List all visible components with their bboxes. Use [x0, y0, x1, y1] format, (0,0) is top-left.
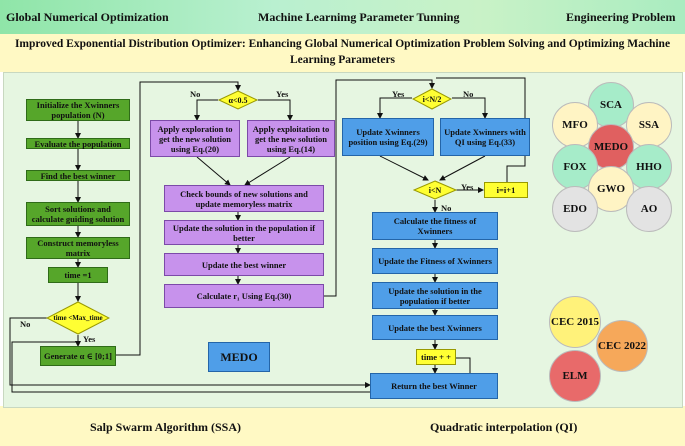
footer-right: Quadratic interpolation (QI)	[430, 420, 578, 434]
n-condition-label: i<N	[428, 185, 442, 195]
update-qi-box: Update Xwinners with QI using Eq.(33)	[440, 118, 530, 156]
header-center: Machine Learnimg Parameter Tunning	[258, 10, 460, 24]
algo-ssa: SSA	[626, 102, 672, 148]
increment-box: i=i+1	[484, 182, 528, 198]
footer-band	[0, 406, 685, 446]
time-condition-diamond	[46, 301, 110, 335]
benchmark-elm: ELM	[549, 350, 601, 402]
generate-alpha-box: Generate α ∈ [0;1]	[40, 346, 116, 366]
return-best-box: Return the best Winner	[370, 373, 498, 399]
time-condition-no: No	[20, 319, 31, 329]
check-bounds-box: Check bounds of new solutions and update…	[164, 185, 324, 212]
footer-left: Salp Swarm Algorithm (SSA)	[90, 420, 242, 434]
find-best-winner-box: Find the best winner	[26, 170, 130, 181]
alpha-condition-yes: Yes	[276, 89, 289, 99]
medo-label-box: MEDO	[208, 342, 270, 372]
exploration-box: Apply exploration to get the new solutio…	[150, 120, 240, 157]
calculate-r1-box: Calculate r₁ Using Eq.(30)	[164, 284, 324, 308]
header-left: Global Numerical Optimization	[6, 10, 169, 24]
algo-hho: HHO	[626, 144, 672, 190]
time-condition-yes: Yes	[83, 334, 96, 344]
alpha-condition-label: α<0.5	[228, 95, 248, 105]
update-best-winner-box: Update the best winner	[164, 253, 324, 276]
title-line1: Improved Exponential Distribution Optimi…	[14, 38, 671, 50]
alpha-condition-diamond	[218, 90, 258, 110]
header-right: Engineering Problem	[566, 10, 676, 24]
time-init-box: time =1	[48, 267, 108, 283]
calc-fitness-box: Calculate the fitness of Xwinners	[372, 212, 498, 240]
n-condition-no: No	[441, 203, 452, 213]
sort-solutions-box: Sort solutions and calculate guiding sol…	[26, 202, 130, 226]
half-n-condition-no: No	[463, 89, 474, 99]
time-increment-box: time + +	[416, 349, 456, 365]
update-position-box: Update Xwinners position using Eq.(29)	[342, 118, 434, 156]
time-condition-label: time <Max_time	[53, 314, 103, 322]
algo-ao: AO	[626, 186, 672, 232]
n-condition-diamond	[413, 180, 457, 200]
title-line2: Learning Parameters	[289, 54, 396, 66]
evaluate-population-box: Evaluate the population	[26, 138, 130, 149]
benchmark-cec2022: CEC 2022	[596, 320, 648, 372]
half-n-condition-label: i<N/2	[422, 94, 442, 104]
alpha-condition-no: No	[190, 89, 201, 99]
algo-edo: EDO	[552, 186, 598, 232]
update-population-box: Update the solution in the population if…	[164, 220, 324, 245]
header-band	[0, 0, 685, 34]
update-best-xwinners-box: Update the best Xwinners	[372, 315, 498, 340]
benchmark-cec2015: CEC 2015	[549, 296, 601, 348]
n-condition-yes: Yes	[461, 182, 474, 192]
init-population-box: Initialize the Xwinners population (N)	[26, 99, 130, 121]
update-fitness-box: Update the Fitness of Xwinners	[372, 248, 498, 274]
update-solution-box: Update the solution in the population if…	[372, 282, 498, 309]
title-band	[0, 34, 685, 72]
half-n-condition-yes: Yes	[392, 89, 405, 99]
exploitation-box: Apply exploitation to get the new soluti…	[247, 120, 335, 157]
half-n-condition-diamond	[412, 88, 452, 110]
memoryless-matrix-box: Construct memoryless matrix	[26, 237, 130, 259]
